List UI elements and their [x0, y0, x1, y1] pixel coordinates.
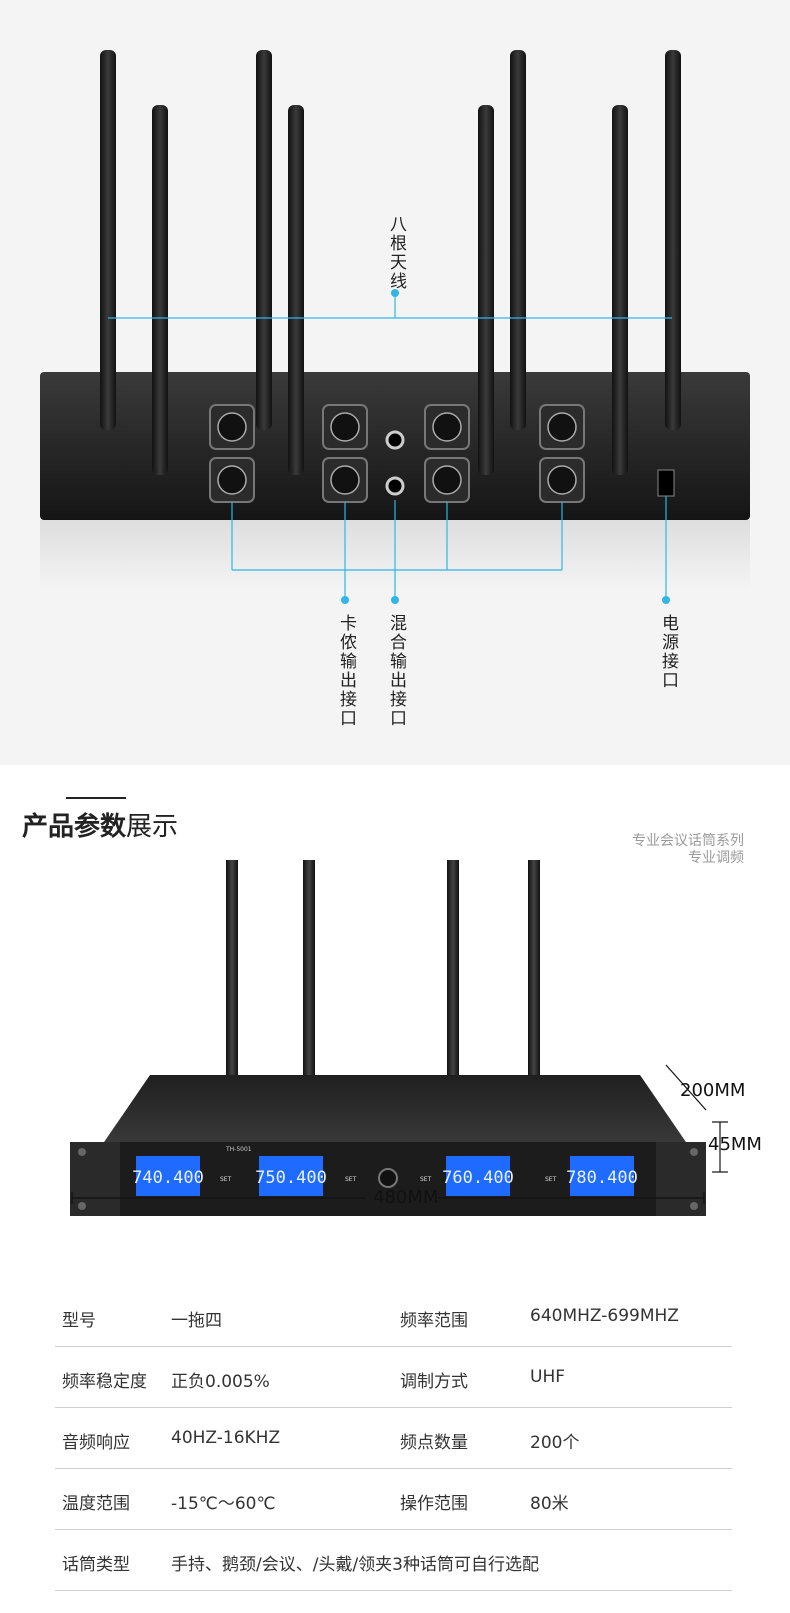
spec-key: 操作范围 — [400, 1494, 468, 1514]
section-title-bold: 产品参数 — [22, 812, 127, 842]
spec-value: 200个 — [530, 1433, 580, 1453]
rear-view-illustration — [40, 50, 750, 604]
xlr-output-callout: 卡侬输出接口 — [336, 614, 356, 728]
lcd-channel-frequency: 750.400 — [255, 1168, 327, 1188]
tagline-line1: 专业会议话筒系列 — [632, 833, 744, 849]
antennas — [100, 50, 681, 475]
spec-row: 音频响应 40HZ-16KHZ 频点数量 200个 — [55, 1408, 732, 1469]
spec-value: 手持、鹅颈/会议、/头戴/领夹3种话筒可自行选配 — [171, 1555, 539, 1575]
spec-value: 80米 — [530, 1494, 569, 1514]
set-label: SET — [220, 1176, 232, 1183]
spec-key: 频率范围 — [400, 1311, 468, 1331]
section-title: 产品参数展示 — [22, 806, 178, 843]
mix-output-callout: 混合输出接口 — [386, 614, 406, 728]
spec-key: 调制方式 — [400, 1372, 468, 1392]
section-title-light: 展示 — [126, 812, 179, 842]
spec-value: UHF — [530, 1367, 566, 1387]
antenna-callout: 八根天线 — [386, 215, 406, 291]
spec-row: 话筒类型 手持、鹅颈/会议、/头戴/领夹3种话筒可自行选配 — [55, 1530, 732, 1591]
spec-key: 频率稳定度 — [62, 1372, 147, 1392]
power-callout: 电源接口 — [658, 614, 678, 690]
spec-key: 温度范围 — [62, 1494, 130, 1514]
spec-value: 640MHZ-699MHZ — [530, 1306, 679, 1326]
set-label: SET — [545, 1176, 557, 1183]
spec-value: 一拖四 — [171, 1311, 222, 1331]
spec-key: 话筒类型 — [62, 1555, 130, 1575]
power-socket — [657, 469, 675, 497]
spec-key: 音频响应 — [62, 1433, 130, 1453]
lcd-channel-frequency: 740.400 — [132, 1168, 204, 1188]
model-label: TH-5001 — [225, 1146, 252, 1153]
dimension-height: 45MM — [708, 1134, 762, 1155]
title-rule — [66, 797, 126, 799]
dimension-width: 480MM — [373, 1187, 439, 1208]
set-label: SET — [420, 1176, 432, 1183]
lcd-displays — [136, 1156, 634, 1196]
mix-output-jack — [385, 476, 405, 496]
front-antennas — [226, 860, 540, 1085]
tagline-line2: 专业调频 — [688, 850, 744, 866]
tagline: 专业会议话筒系列 专业调频 — [632, 833, 744, 867]
spec-key: 型号 — [62, 1311, 96, 1331]
lcd-channel-frequency: 780.400 — [566, 1168, 638, 1188]
rear-view-panel: 八根天线 卡侬输出接口 混合输出接口 电源接口 — [0, 0, 790, 765]
lcd-channel-frequency: 760.400 — [442, 1168, 514, 1188]
receiver-top — [102, 1075, 688, 1145]
spec-key: 频点数量 — [400, 1433, 468, 1453]
front-view-illustration: 740.400 750.400 760.400 780.400 SET SET SET SET… — [70, 860, 728, 1216]
spec-value: -15℃～60℃ — [171, 1494, 276, 1514]
spec-row: 温度范围 -15℃～60℃ 操作范围 80米 — [55, 1469, 732, 1530]
spec-row: 型号 一拖四 频率范围 640MHZ-699MHZ — [55, 1286, 732, 1347]
spec-value: 正负0.005% — [171, 1372, 270, 1392]
mix-output-jack — [385, 430, 405, 450]
spec-value: 40HZ-16KHZ — [171, 1428, 281, 1448]
set-label: SET — [345, 1176, 357, 1183]
spec-table: 型号 一拖四 频率范围 640MHZ-699MHZ 频率稳定度 正负0.005%… — [55, 1286, 732, 1591]
dimension-depth: 200MM — [680, 1080, 746, 1101]
spec-row: 频率稳定度 正负0.005% 调制方式 UHF — [55, 1347, 732, 1408]
power-button — [378, 1168, 398, 1188]
